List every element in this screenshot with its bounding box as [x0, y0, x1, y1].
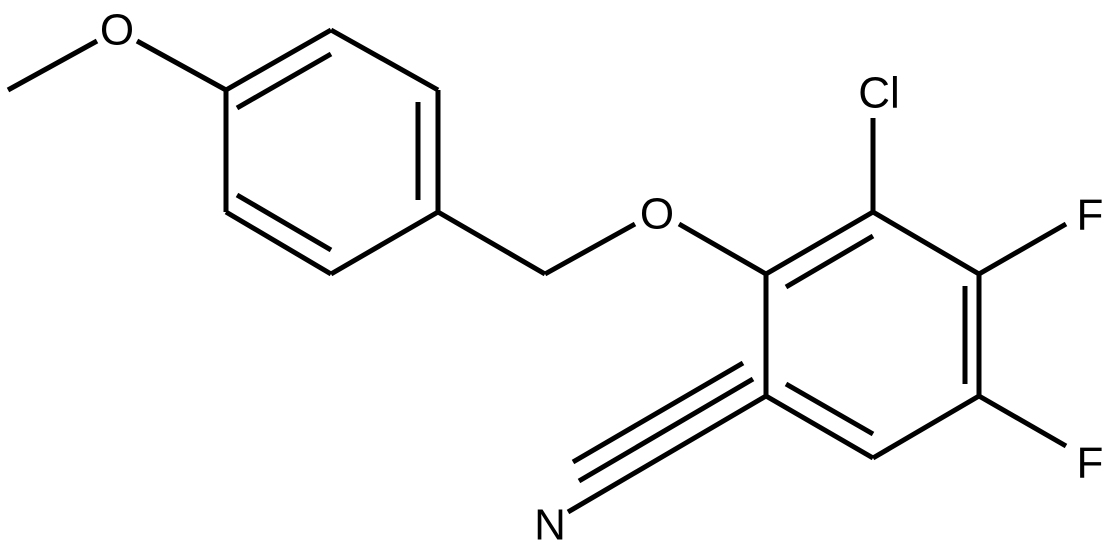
bond-ring1-ch2 — [436, 209, 547, 277]
bond-cn-triple-b — [571, 360, 745, 465]
bond-ring2-b — [871, 209, 981, 277]
bond-ring2-f-upper — [977, 221, 1068, 277]
bond-ring1-d — [329, 209, 440, 277]
bond-ring2-cn — [566, 393, 768, 515]
bond-ring1-e-inner — [235, 192, 333, 253]
atom-methoxy-oxygen: O — [100, 6, 134, 55]
bond-cn-triple-a — [577, 376, 755, 484]
atom-chlorine: Cl — [858, 69, 900, 118]
atom-nitrile-nitrogen: N — [534, 501, 566, 550]
atom-fluorine-upper: F — [1077, 191, 1104, 240]
bond-ring2-e — [764, 393, 875, 461]
bond-ring1-b — [329, 27, 440, 93]
bond-ring1-a-inner — [235, 51, 333, 111]
bond-ring2-e-inner — [784, 381, 875, 437]
bond-ring2-d — [871, 393, 981, 461]
bond-o-ring2 — [677, 221, 768, 277]
bond-ring2-a-inner — [784, 233, 875, 290]
atom-ether-oxygen: O — [640, 190, 674, 239]
bond-ring1-e — [224, 209, 333, 277]
bond-ring2-a — [764, 209, 875, 277]
atom-fluorine-lower: F — [1077, 439, 1104, 488]
bond-ch2-o — [543, 221, 637, 277]
bond-o-ring1 — [135, 38, 228, 93]
bond-ring2-f-lower — [977, 393, 1068, 449]
bond-methyl-o — [6, 38, 99, 93]
bond-ring1-a — [224, 27, 333, 93]
